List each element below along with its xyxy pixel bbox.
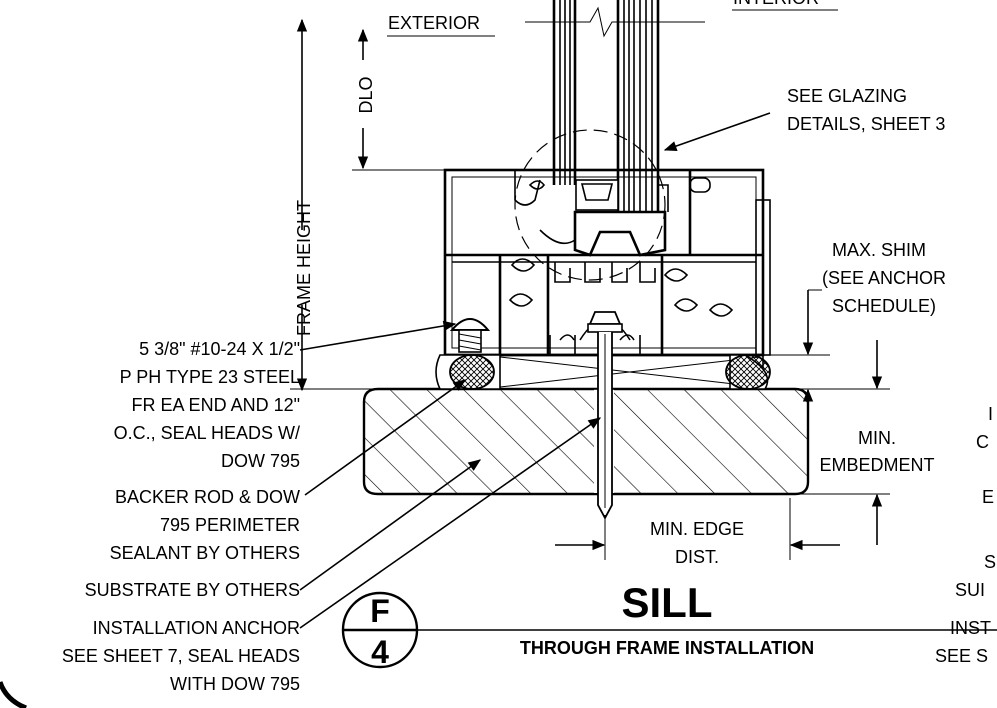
shim-dimension [765, 289, 830, 430]
anchor-note-line1: INSTALLATION ANCHOR [93, 618, 300, 638]
anchor-note-line3: WITH DOW 795 [170, 674, 300, 694]
exterior-label: EXTERIOR [388, 13, 480, 33]
dlo-label: DLO [356, 76, 376, 113]
screw-note-line2: P PH TYPE 23 STEEL [120, 367, 300, 387]
backer-note-line3: SEALANT BY OTHERS [110, 543, 300, 563]
backer-note-line2: 795 PERIMETER [160, 515, 300, 535]
screw-note-line5: DOW 795 [221, 451, 300, 471]
screw-note-line3: FR EA END AND 12" [132, 395, 300, 415]
svg-text:E: E [982, 487, 994, 507]
svg-text:INST: INST [950, 618, 991, 638]
screw-note-line1: 5 3/8" #10-24 X 1/2" [139, 339, 300, 359]
glazing-detail-callout-circle [514, 129, 666, 281]
glazing-callout-line2: DETAILS, SHEET 3 [787, 114, 945, 134]
edge-distance-dimension [555, 498, 840, 560]
sheet-border-corner [0, 681, 27, 708]
svg-text:SEE S: SEE S [935, 646, 988, 666]
frame-height-dimension [290, 18, 440, 392]
svg-text:I: I [988, 404, 993, 424]
detail-title: SILL [622, 579, 713, 626]
backer-rod-left [435, 354, 501, 390]
substrate-note: SUBSTRATE BY OTHERS [85, 580, 300, 600]
detail-subtitle: THROUGH FRAME INSTALLATION [520, 638, 814, 658]
leader-lines [299, 112, 771, 629]
shim-callout-line1: MAX. SHIM [832, 240, 926, 260]
detail-bubble [341, 591, 997, 669]
edge-distance-label-line1: MIN. EDGE [650, 519, 744, 539]
embedment-dimension [614, 340, 890, 545]
frame-height-label: FRAME HEIGHT [294, 200, 314, 336]
dlo-dimension [352, 28, 445, 171]
adjacent-detail-cropped: I C E S SUI INST SEE S [935, 404, 996, 666]
interior-label: INTERIOR [733, 0, 819, 8]
backer-note-line1: BACKER ROD & DOW [115, 487, 300, 507]
edge-distance-label-line2: DIST. [675, 547, 719, 567]
shim-callout-line2: (SEE ANCHOR [822, 268, 946, 288]
glass-unit [525, 0, 705, 212]
anchor-note-line2: SEE SHEET 7, SEAL HEADS [62, 646, 300, 666]
frame-screw [449, 318, 491, 353]
backer-rod-right [725, 354, 771, 390]
detail-sheet-number: 4 [371, 634, 389, 670]
glazing-callout-line1: SEE GLAZING [787, 86, 907, 106]
shim-callout-line3: SCHEDULE) [832, 296, 936, 316]
screw-note-line4: O.C., SEAL HEADS W/ [114, 423, 300, 443]
svg-text:C: C [976, 432, 989, 452]
detail-letter: F [370, 593, 390, 629]
svg-text:S: S [984, 552, 996, 572]
svg-text:SUI: SUI [955, 580, 985, 600]
embedment-label-line2: EMBEDMENT [819, 455, 934, 475]
embedment-label-line1: MIN. [858, 428, 896, 448]
